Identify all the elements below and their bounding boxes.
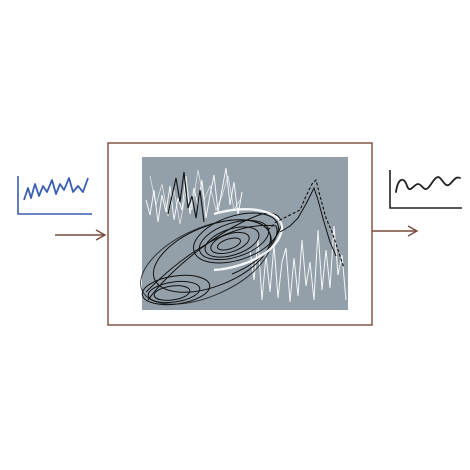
dark-trace-3 <box>279 186 337 257</box>
dark-trace-1 <box>167 171 205 223</box>
spiral-attractor <box>140 212 282 306</box>
dark-trace-2 <box>267 178 345 269</box>
output-signal-icon <box>389 170 462 209</box>
input-axes <box>17 176 92 215</box>
output-waveform <box>395 176 461 193</box>
output-axes <box>389 170 462 209</box>
input-signal-icon <box>17 176 92 215</box>
input-waveform <box>23 177 89 201</box>
input-arrow <box>55 229 107 241</box>
processing-block <box>107 142 373 326</box>
noise-trace-white-1 <box>145 167 243 223</box>
noise-trace-white-3 <box>149 169 241 225</box>
halo-curve <box>213 208 284 272</box>
block-illustration <box>140 167 347 306</box>
noise-trace-white-2 <box>249 225 347 303</box>
output-arrow <box>372 225 419 237</box>
